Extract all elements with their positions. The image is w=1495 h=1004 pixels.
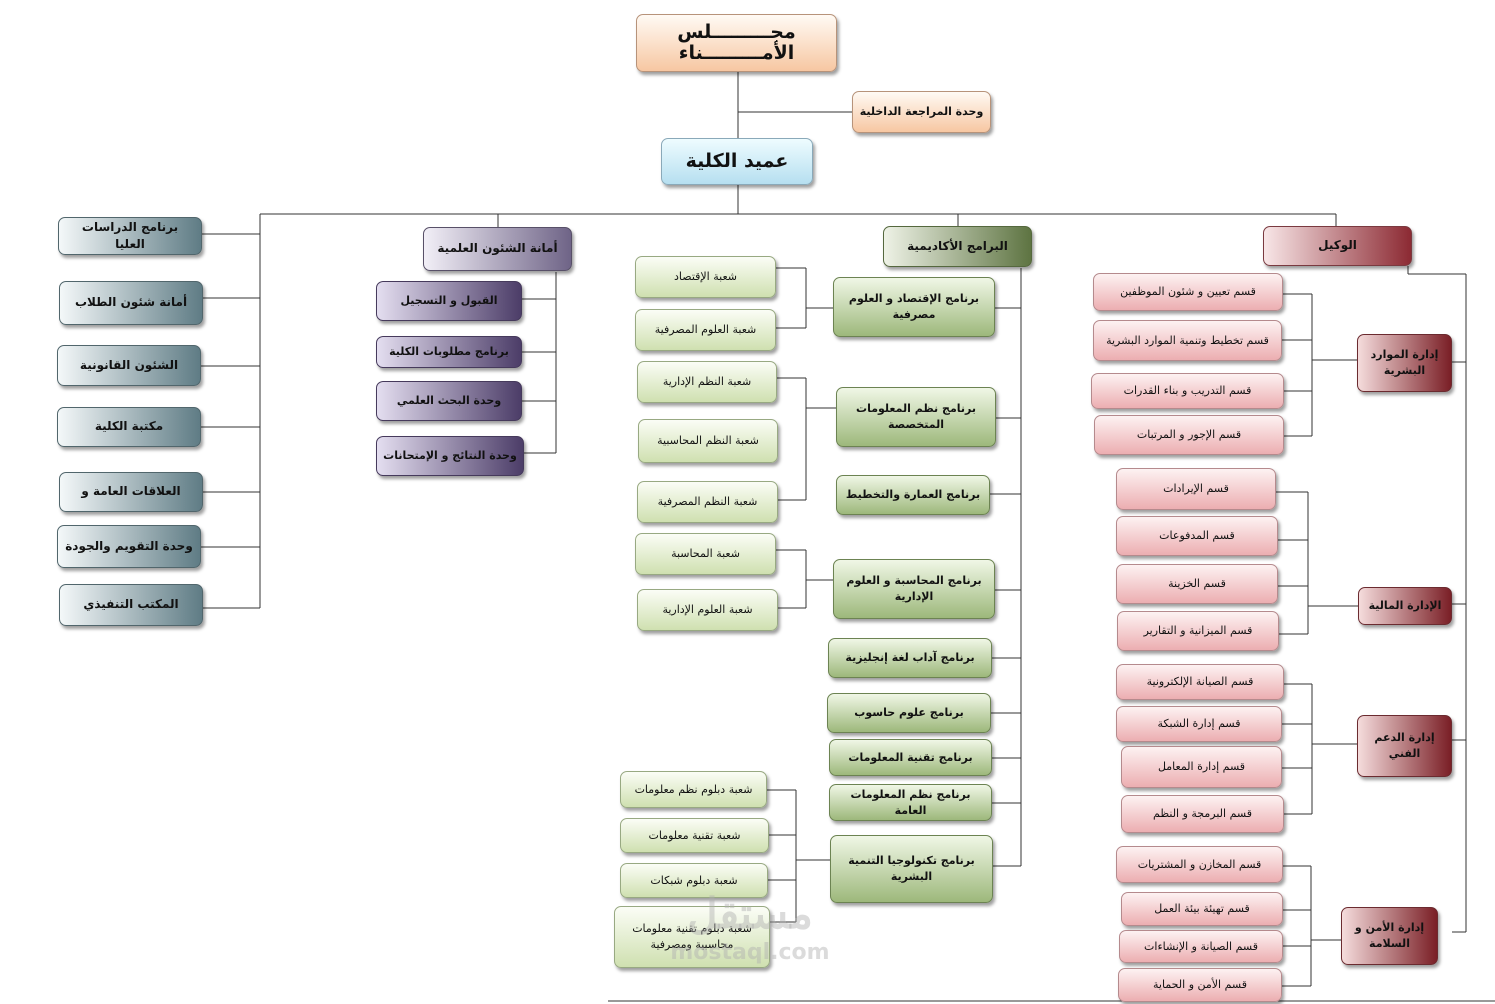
- program-architecture[interactable]: برنامج العمارة والتخطيط: [836, 475, 990, 515]
- college-dean[interactable]: عميد الكلية: [661, 138, 813, 185]
- hr-training[interactable]: قسم التدريب و بناء القدرات: [1091, 373, 1284, 409]
- hr-salaries[interactable]: قسم الإجور و المرتبات: [1094, 415, 1284, 455]
- program-english[interactable]: برنامج آداب لغة إنجليزية: [828, 638, 992, 678]
- scientific-research[interactable]: وحدة البحث العلمي: [376, 381, 522, 421]
- hr-planning[interactable]: قسم تخطيط وتنمية الموارد البشرية: [1093, 320, 1282, 361]
- board-line-2: الأمـــــــــناء: [678, 42, 795, 64]
- board-of-trustees[interactable]: مجـــــــــلس الأمـــــــــناء: [636, 14, 837, 72]
- left-unit-legal-affairs[interactable]: الشئون القانونية: [57, 345, 201, 386]
- finance-payments[interactable]: قسم المدفوعات: [1116, 516, 1278, 556]
- division-it[interactable]: شعبة تقنية معلومات: [620, 818, 769, 853]
- finance-budget[interactable]: قسم الميزانية و التقارير: [1117, 611, 1279, 651]
- deputy-head[interactable]: الوكيل: [1263, 226, 1412, 266]
- finance-treasury[interactable]: قسم الخزينة: [1116, 564, 1278, 604]
- division-diploma-networks[interactable]: شعبة دبلوم شبكات: [620, 863, 768, 898]
- program-general-is[interactable]: برنامج نظم المعلومات العامة: [829, 784, 992, 821]
- scientific-affairs-head[interactable]: أمانة الشئون العلمية: [423, 227, 572, 271]
- left-unit-library[interactable]: مكتبة الكلية: [57, 407, 201, 447]
- division-accounting-systems[interactable]: شعبة النظم المحاسبية: [638, 419, 778, 463]
- board-line-1: مجـــــــــلس: [677, 21, 796, 44]
- academic-programs-head[interactable]: البرامج الأكاديمية: [883, 226, 1032, 267]
- division-diploma-is[interactable]: شعبة دبلوم نظم معلومات: [620, 771, 767, 808]
- division-admin-systems[interactable]: شعبة النظم الإدارية: [637, 361, 777, 403]
- tech-support-department[interactable]: إدارة الدعم الفني: [1357, 715, 1452, 777]
- program-it[interactable]: برنامج تقنية المعلومات: [829, 739, 992, 776]
- left-unit-public-relations[interactable]: العلاقات العامة و: [59, 472, 203, 512]
- left-unit-student-affairs[interactable]: أمانة شئون الطلاب: [59, 281, 203, 325]
- program-human-development[interactable]: برنامج تكنولوجيا التنمية البشرية: [830, 835, 993, 903]
- left-unit-executive-office[interactable]: المكتب التنفيذي: [59, 584, 203, 626]
- division-diploma-it-accounting[interactable]: شعبة دبلوم تقنية معلومات محاسبية ومصرفية: [614, 906, 770, 968]
- finance-revenues[interactable]: قسم الإيرادات: [1116, 468, 1276, 510]
- safety-construction[interactable]: قسم الصيانة و الإنشاءات: [1119, 930, 1283, 963]
- safety-department[interactable]: إدارة الأمن و السلامة: [1341, 907, 1438, 965]
- finance-department[interactable]: الإدارة المالية: [1358, 587, 1452, 625]
- safety-security[interactable]: قسم الأمن و الحماية: [1118, 968, 1282, 1002]
- program-economics[interactable]: برنامج الإقتصاد و العلوم مصرفية: [833, 277, 995, 337]
- safety-work-environment[interactable]: قسم تهيئة بيئة العمل: [1121, 892, 1283, 926]
- scientific-exams[interactable]: وحدة النتائج و الإمتحانات: [376, 436, 524, 476]
- program-computer-science[interactable]: برنامج علوم حاسوب: [827, 693, 991, 733]
- internal-audit-unit[interactable]: وحدة المراجعة الداخلية: [852, 91, 991, 133]
- program-special-is[interactable]: برنامج نظم المعلومات المتخصصة: [836, 387, 996, 447]
- tech-programming[interactable]: قسم البرمجة و النظم: [1121, 795, 1284, 833]
- division-banking-sciences[interactable]: شعبة العلوم المصرفية: [635, 309, 776, 351]
- division-accounting[interactable]: شعبة المحاسبة: [635, 533, 776, 575]
- tech-labs[interactable]: قسم إدارة المعامل: [1121, 746, 1282, 788]
- program-accounting[interactable]: برنامج المحاسبة و العلوم الإدارية: [833, 559, 995, 619]
- tech-electronic-maintenance[interactable]: قسم الصيانة الإلكترونية: [1116, 664, 1284, 700]
- left-unit-quality[interactable]: وحدة التقويم والجودة: [57, 525, 201, 568]
- hr-department[interactable]: إدارة الموارد البشرية: [1357, 334, 1452, 392]
- left-unit-postgraduate[interactable]: برنامج الدراسات العليا: [58, 217, 202, 255]
- scientific-admission[interactable]: القبول و التسجيل: [376, 281, 522, 321]
- hr-recruitment[interactable]: قسم تعيين و شئون الموظفين: [1093, 273, 1283, 311]
- division-banking-systems[interactable]: شعبة النظم المصرفية: [637, 481, 778, 523]
- division-admin-sciences[interactable]: شعبة العلوم الإدارية: [637, 589, 778, 631]
- division-economics[interactable]: شعبة الإقتصاد: [635, 256, 776, 298]
- scientific-requirements[interactable]: برنامج مطلوبات الكلية: [376, 336, 522, 368]
- tech-network[interactable]: قسم إدارة الشبكة: [1116, 706, 1282, 742]
- safety-stores[interactable]: قسم المخازن و المشتريات: [1116, 846, 1283, 883]
